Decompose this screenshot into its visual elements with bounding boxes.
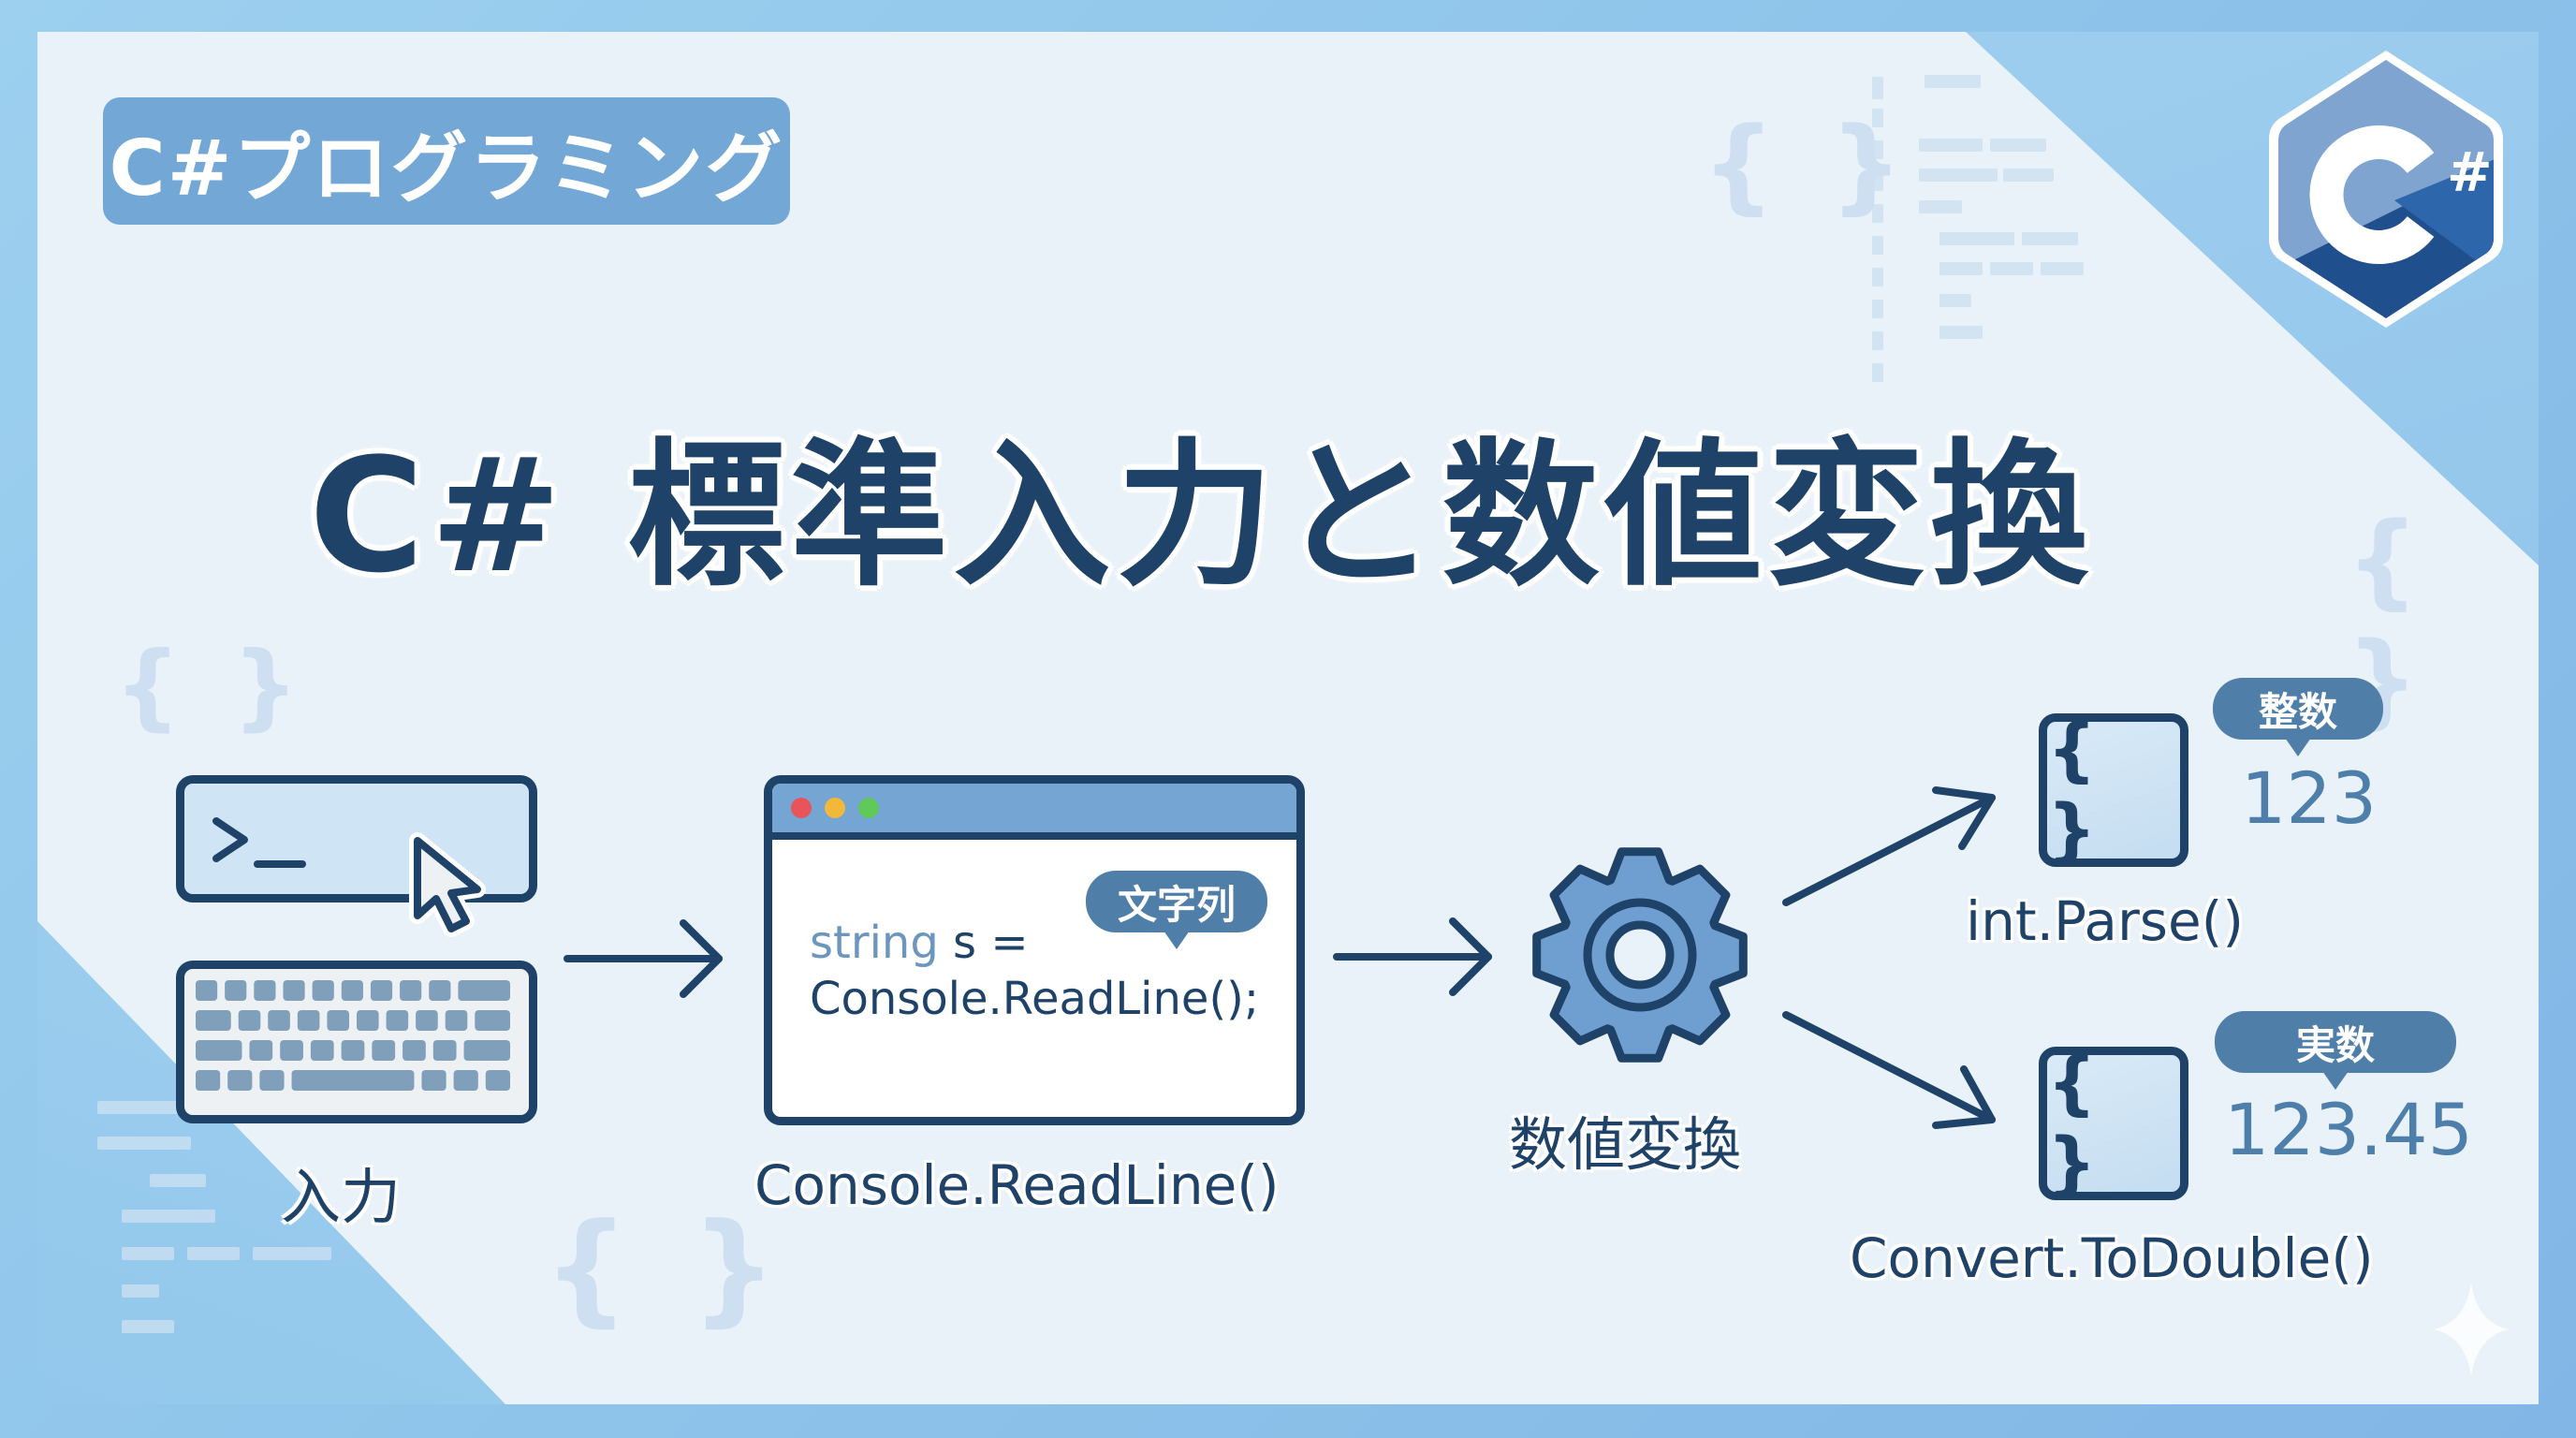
key	[291, 1070, 415, 1091]
key	[196, 980, 218, 1001]
key	[268, 1010, 290, 1031]
decor-brace-icon: { }	[114, 631, 309, 741]
code-snippet: string s = Console.ReadLine();	[810, 915, 1259, 1027]
key	[475, 1010, 510, 1031]
key	[445, 1010, 468, 1031]
key	[196, 1010, 231, 1031]
key	[463, 1040, 510, 1061]
convert-label: 数値変換	[1509, 1110, 1742, 1179]
key	[259, 1070, 285, 1091]
key	[400, 980, 422, 1001]
key	[312, 980, 334, 1001]
double-type-bubble: 実数	[2215, 1011, 2456, 1073]
window-titlebar	[772, 784, 1296, 840]
keyboard-icon	[176, 961, 537, 1123]
code-line2: Console.ReadLine();	[810, 973, 1260, 1025]
minimize-dot-icon	[825, 798, 845, 818]
key	[386, 1010, 409, 1031]
key	[238, 1010, 261, 1031]
key	[421, 1070, 446, 1091]
key	[254, 980, 276, 1001]
key	[297, 1010, 320, 1031]
double-value: 123.45	[2224, 1088, 2473, 1171]
int-value: 123	[2241, 756, 2378, 840]
key	[458, 980, 510, 1001]
decor-brace-icon: { }	[1702, 105, 1912, 225]
key	[416, 1010, 438, 1031]
close-dot-icon	[791, 798, 812, 818]
key	[196, 1040, 242, 1061]
key	[432, 1040, 457, 1061]
logo-hash: #	[2447, 140, 2493, 204]
key	[341, 980, 363, 1001]
code-keyword: string	[810, 917, 939, 969]
int-parse-label: int.Parse()	[1966, 889, 2244, 953]
key	[370, 980, 393, 1001]
key	[372, 1040, 396, 1061]
key	[310, 1040, 334, 1061]
readline-label: Console.ReadLine()	[754, 1153, 1280, 1217]
decor-brace-icon: { }	[543, 1196, 787, 1339]
input-label: 入力	[281, 1164, 401, 1233]
key	[225, 980, 247, 1001]
code-line1-rest: s =	[938, 917, 1029, 969]
key	[249, 1040, 273, 1061]
page-title: C# 標準入力と数値変換	[309, 424, 2094, 608]
double-braces-icon: { }	[2039, 1043, 2188, 1204]
key	[429, 980, 451, 1001]
convert-todouble-label: Convert.ToDouble()	[1850, 1226, 2374, 1290]
gear-icon	[1532, 847, 1748, 1063]
key	[402, 1040, 426, 1061]
key	[485, 1070, 510, 1091]
console-window: string s = Console.ReadLine();	[764, 775, 1305, 1125]
cursor-icon	[409, 832, 486, 937]
csharp-logo: #	[2263, 51, 2509, 328]
key	[283, 980, 305, 1001]
category-badge: C#プログラミング	[103, 97, 790, 225]
key	[327, 1010, 349, 1031]
int-braces-icon: { }	[2039, 710, 2188, 871]
key	[196, 1070, 221, 1091]
string-type-bubble: 文字列	[1086, 871, 1267, 932]
key	[357, 1010, 379, 1031]
key	[453, 1070, 478, 1091]
maximize-dot-icon	[858, 798, 879, 818]
int-type-bubble: 整数	[2213, 678, 2383, 740]
key	[341, 1040, 365, 1061]
key	[227, 1070, 253, 1091]
key	[280, 1040, 303, 1061]
